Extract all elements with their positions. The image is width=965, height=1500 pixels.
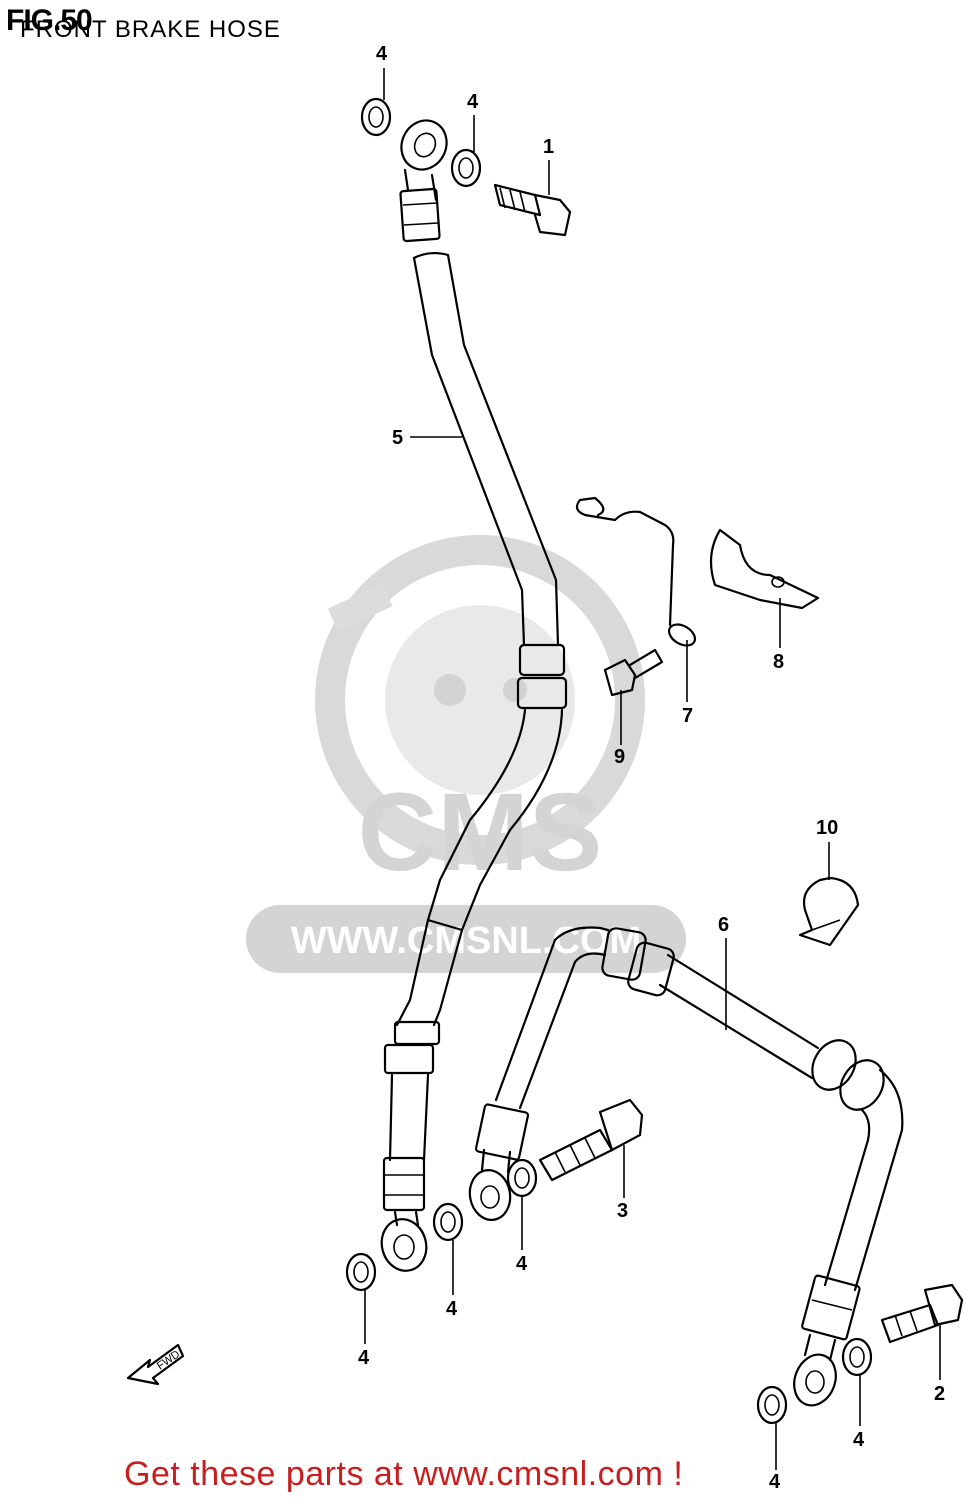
washers [345,97,873,1425]
hose-clamp-8 [709,528,820,610]
callout-3: 3 [617,1200,628,1222]
figure-number: FIG.50 [6,4,93,37]
figure-title: FRONT BRAKE HOSE [20,16,281,43]
callout-4: 4 [467,91,479,113]
hose-guide-7 [575,496,697,647]
callout-4: 4 [853,1429,865,1451]
union-bolt-3 [538,1098,644,1182]
callout-4: 4 [446,1298,458,1320]
upper-brake-hose [380,119,568,1272]
lower-brake-hose [468,926,904,1407]
watermark-url-text: WWW.CMSNL.COM [291,920,641,962]
callout-6: 6 [718,914,729,936]
forward-direction-arrow: FWD [126,1343,185,1386]
callout-4: 4 [516,1253,528,1275]
callout-2: 2 [934,1383,945,1405]
buy-parts-link[interactable]: Get these parts at www.cmsnl.com ! [124,1455,684,1493]
union-bolt-1 [493,183,572,237]
callout-4: 4 [769,1471,781,1493]
callout-9: 9 [614,746,625,768]
bolt-9 [603,648,664,697]
callout-1: 1 [543,136,554,158]
callout-10: 10 [816,817,838,839]
fwd-label: FWD [155,1348,182,1372]
watermark-logo-text: CMS [358,771,602,894]
clamp-10 [798,876,860,947]
callout-4: 4 [376,43,388,65]
callout-4: 4 [358,1347,370,1369]
union-bolt-2 [880,1283,964,1344]
callout-5: 5 [392,427,403,449]
callout-7: 7 [682,705,693,727]
watermark: CMS WWW.CMSNL.COM [246,535,686,973]
callout-8: 8 [773,651,784,673]
leader-lines [364,68,941,1470]
callouts: 4 4 1 5 8 7 9 10 6 3 4 4 4 2 4 4 [358,43,945,1493]
